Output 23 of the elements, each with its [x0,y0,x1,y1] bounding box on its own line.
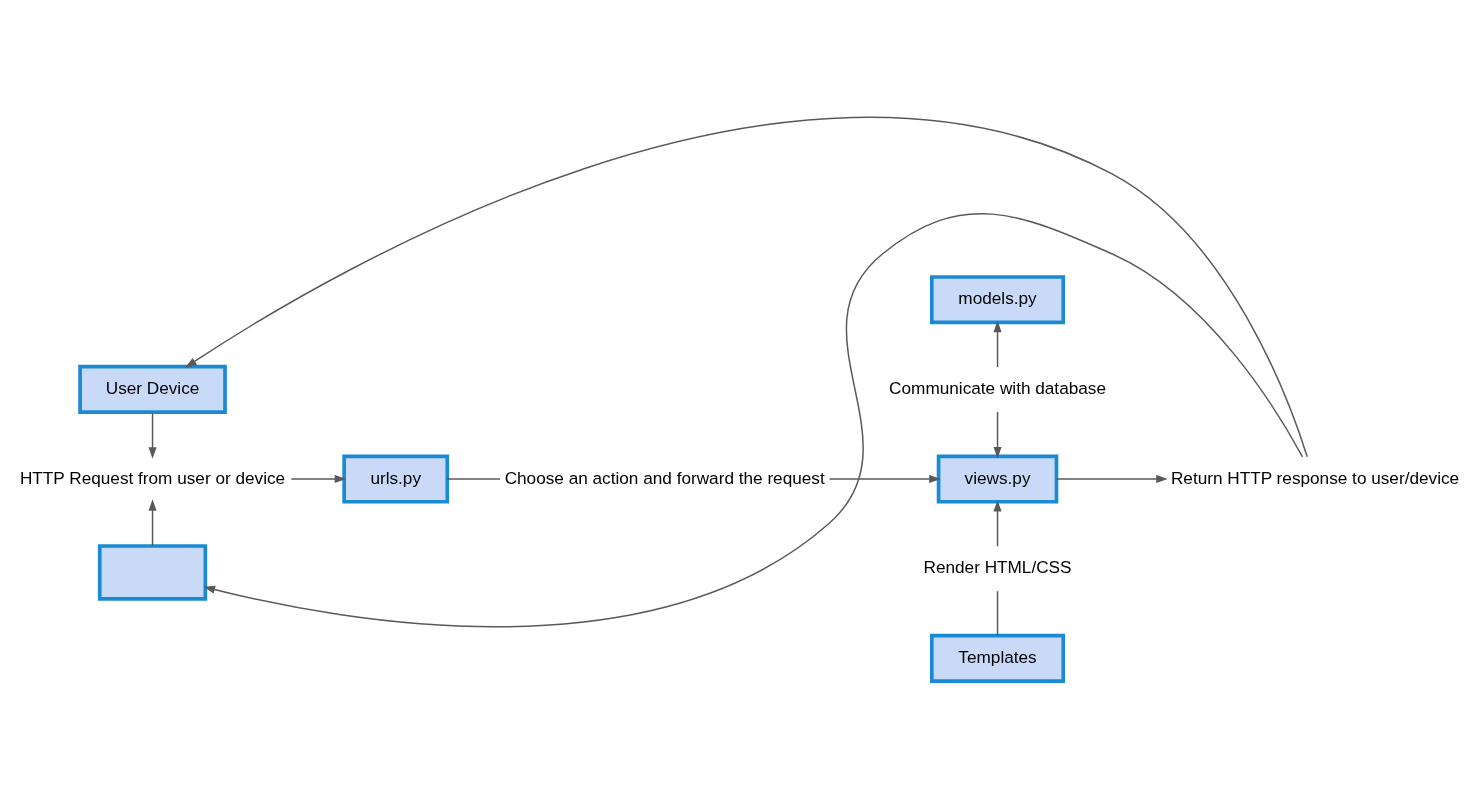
node-box: urls.py [342,454,450,504]
connector [446,478,501,480]
node-box: views.py [936,454,1059,504]
arrow [828,475,941,484]
arrow [993,320,1002,368]
arrow [148,411,157,459]
node-text: Choose an action and forward the request [504,467,825,488]
node-text: HTTP Request from user or device [19,467,286,488]
node-box: User Device [78,364,227,414]
node-box: Templates [930,633,1066,683]
node-box [97,544,208,601]
node-text: Return HTTP response to user/device [1170,467,1460,488]
arrow [993,411,1002,459]
node-text: Communicate with database [889,377,1106,398]
node-text: Render HTML/CSS [923,557,1072,578]
arrow [148,499,157,547]
arrow [203,213,1304,628]
node-box: models.py [930,275,1066,325]
connector [996,590,999,637]
arrow [185,116,1308,458]
arrow [1055,475,1168,484]
arrow [290,475,347,484]
arrow [993,499,1002,548]
